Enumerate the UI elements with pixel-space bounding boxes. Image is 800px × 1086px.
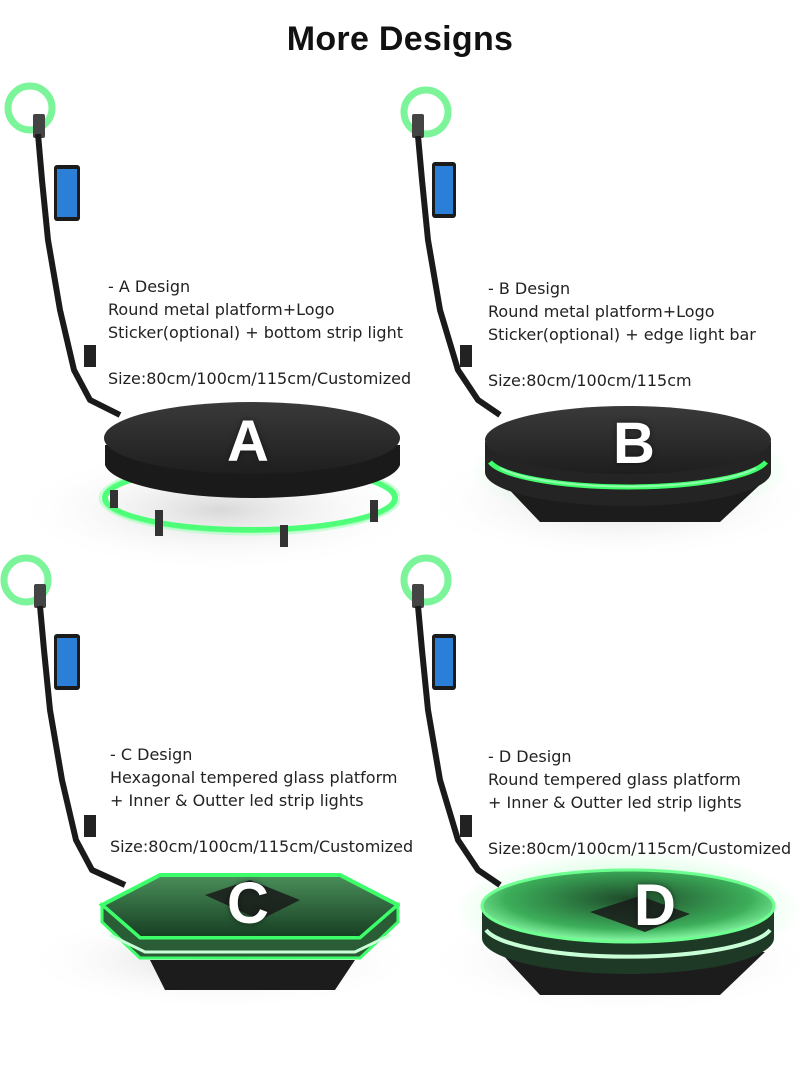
design-b-illustration (400, 86, 800, 560)
pole-arm (415, 605, 502, 888)
phone-icon (33, 114, 45, 138)
platform-base (150, 960, 355, 990)
design-a-line-2: Round metal platform+Logo (108, 300, 335, 319)
design-a-line-1: - A Design (108, 277, 191, 296)
design-c-illustration (0, 554, 400, 1010)
platform-top (104, 402, 400, 474)
design-b-line-3: Sticker(optional) + edge light bar (488, 325, 756, 344)
design-c-line-1: - C Design (110, 745, 193, 764)
phone-icon (34, 584, 46, 608)
pole-arm (35, 133, 122, 418)
phone-icon (412, 584, 424, 608)
design-c-description: - C Design Hexagonal tempered glass plat… (110, 743, 413, 858)
platform-side (100, 901, 400, 960)
design-c-panel: - C Design Hexagonal tempered glass plat… (0, 540, 413, 1070)
design-d-letter: D (634, 873, 676, 938)
platform-top (485, 406, 771, 474)
design-d-illustration (400, 554, 800, 1015)
design-a-size: Size:80cm/100cm/115cm/Customized (108, 369, 412, 388)
design-d-line-1: - D Design (488, 747, 572, 766)
design-c-line-3: + Inner & Outter led strip lights (110, 791, 364, 810)
pole-arm (415, 135, 502, 418)
design-c-size: Size:80cm/100cm/115cm/Customized (110, 837, 414, 856)
design-c-letter: C (227, 871, 269, 936)
design-b-line-2: Round metal platform+Logo (488, 302, 715, 321)
design-b-description: - B Design Round metal platform+Logo Sti… (488, 277, 756, 392)
design-d-description: - D Design Round tempered glass platform… (488, 745, 791, 860)
outer-strip-light (484, 928, 772, 959)
phone-icon (412, 114, 424, 138)
design-b-panel: - B Design Round metal platform+Logo Sti… (400, 70, 800, 600)
ring-light-icon (400, 554, 452, 606)
design-c-line-2: Hexagonal tempered glass platform (110, 768, 398, 787)
pole-arm (37, 605, 127, 888)
ring-light-icon (0, 554, 52, 606)
page-title: More Designs (286, 20, 514, 58)
design-a-description: - A Design Round metal platform+Logo Sti… (108, 275, 411, 390)
design-b-letter: B (613, 411, 655, 476)
design-b-size: Size:80cm/100cm/115cm (488, 371, 692, 390)
design-d-line-2: Round tempered glass platform (488, 770, 741, 789)
design-b-line-1: - B Design (488, 279, 571, 298)
ring-light-icon (4, 82, 56, 134)
design-d-line-3: + Inner & Outter led strip lights (488, 793, 742, 812)
design-d-size: Size:80cm/100cm/115cm/Customized (488, 839, 792, 858)
outer-strip-light (109, 933, 391, 954)
design-d-panel: - D Design Round tempered glass platform… (400, 540, 800, 1070)
design-a-illustration (4, 82, 400, 570)
design-a-panel: - A Design Round metal platform+Logo Sti… (0, 70, 411, 600)
ring-light-icon (400, 86, 452, 138)
design-a-letter: A (227, 409, 269, 474)
design-a-line-3: Sticker(optional) + bottom strip light (108, 323, 403, 342)
